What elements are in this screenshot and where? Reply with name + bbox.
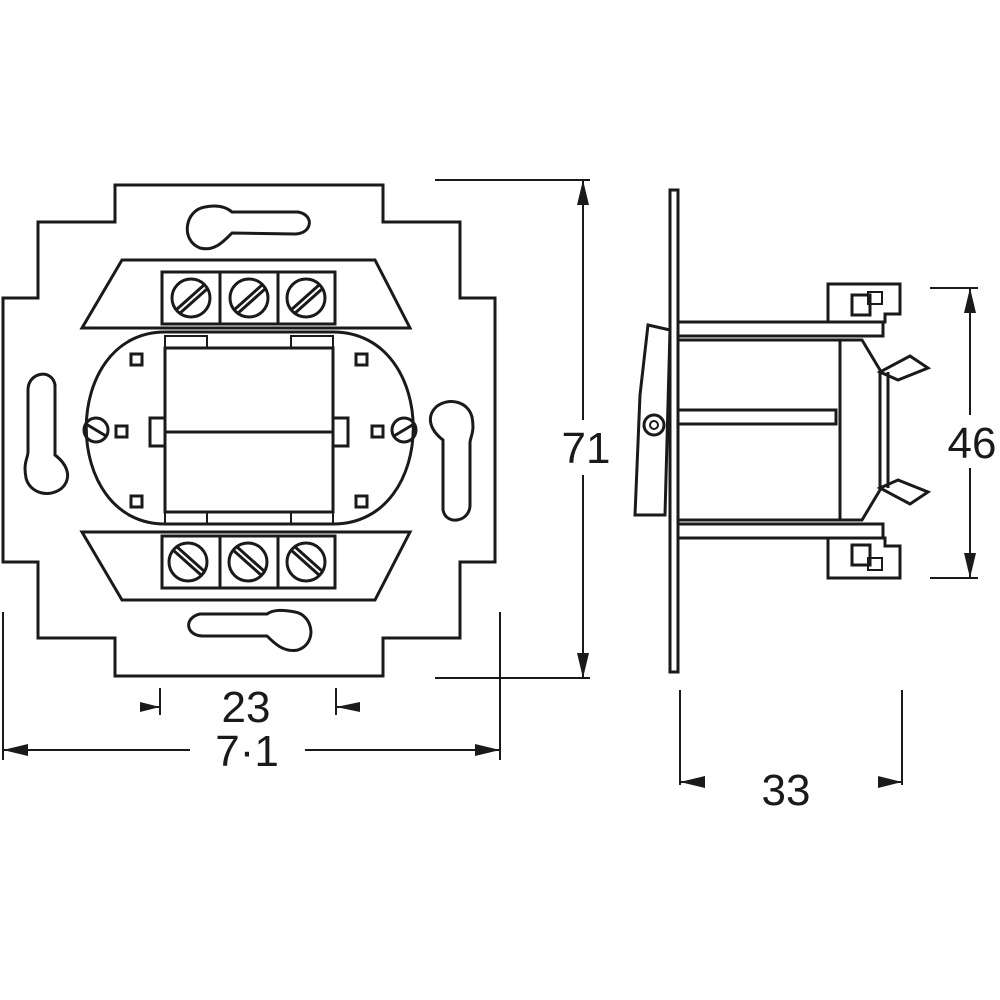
side-mounting-plate xyxy=(668,188,680,674)
front-view: 23 7·1 71 xyxy=(1,179,611,776)
dimension-label-23: 23 xyxy=(222,683,271,732)
right-keyhole-slot xyxy=(428,400,475,522)
dimension-71-height xyxy=(435,179,590,679)
top-terminal-strip xyxy=(160,270,337,326)
terminal-screw-icon xyxy=(167,541,209,583)
terminal-screw-icon xyxy=(170,277,212,319)
dimension-71-width xyxy=(2,612,501,760)
dimension-label-71-height: 71 xyxy=(562,424,611,473)
top-keyhole-slot xyxy=(185,204,311,251)
top-terminal-housing xyxy=(79,258,413,330)
terminal-screw-icon xyxy=(227,541,269,583)
dimension-46 xyxy=(930,287,978,579)
terminal-screw-icon xyxy=(285,541,327,583)
bottom-keyhole-slot xyxy=(187,608,313,653)
fixing-screw-icon xyxy=(390,416,418,444)
terminal-screw-icon xyxy=(228,277,270,319)
dimension-label-71-width: 7·1 xyxy=(215,727,279,776)
rocker-block xyxy=(163,346,335,514)
dimension-label-33: 33 xyxy=(762,766,811,815)
bottom-terminal-strip xyxy=(160,534,337,590)
side-view: 46 33 xyxy=(633,188,997,815)
dimension-label-46: 46 xyxy=(948,419,997,468)
side-rocker xyxy=(633,323,672,517)
mounting-plate-outline xyxy=(1,183,497,678)
dimension-33 xyxy=(679,690,903,788)
terminal-screw-icon xyxy=(285,277,327,319)
dimension-23 xyxy=(140,688,360,715)
fixing-screw-icon xyxy=(82,416,110,444)
bottom-terminal-housing xyxy=(79,530,413,602)
left-keyhole-slot xyxy=(23,372,70,495)
